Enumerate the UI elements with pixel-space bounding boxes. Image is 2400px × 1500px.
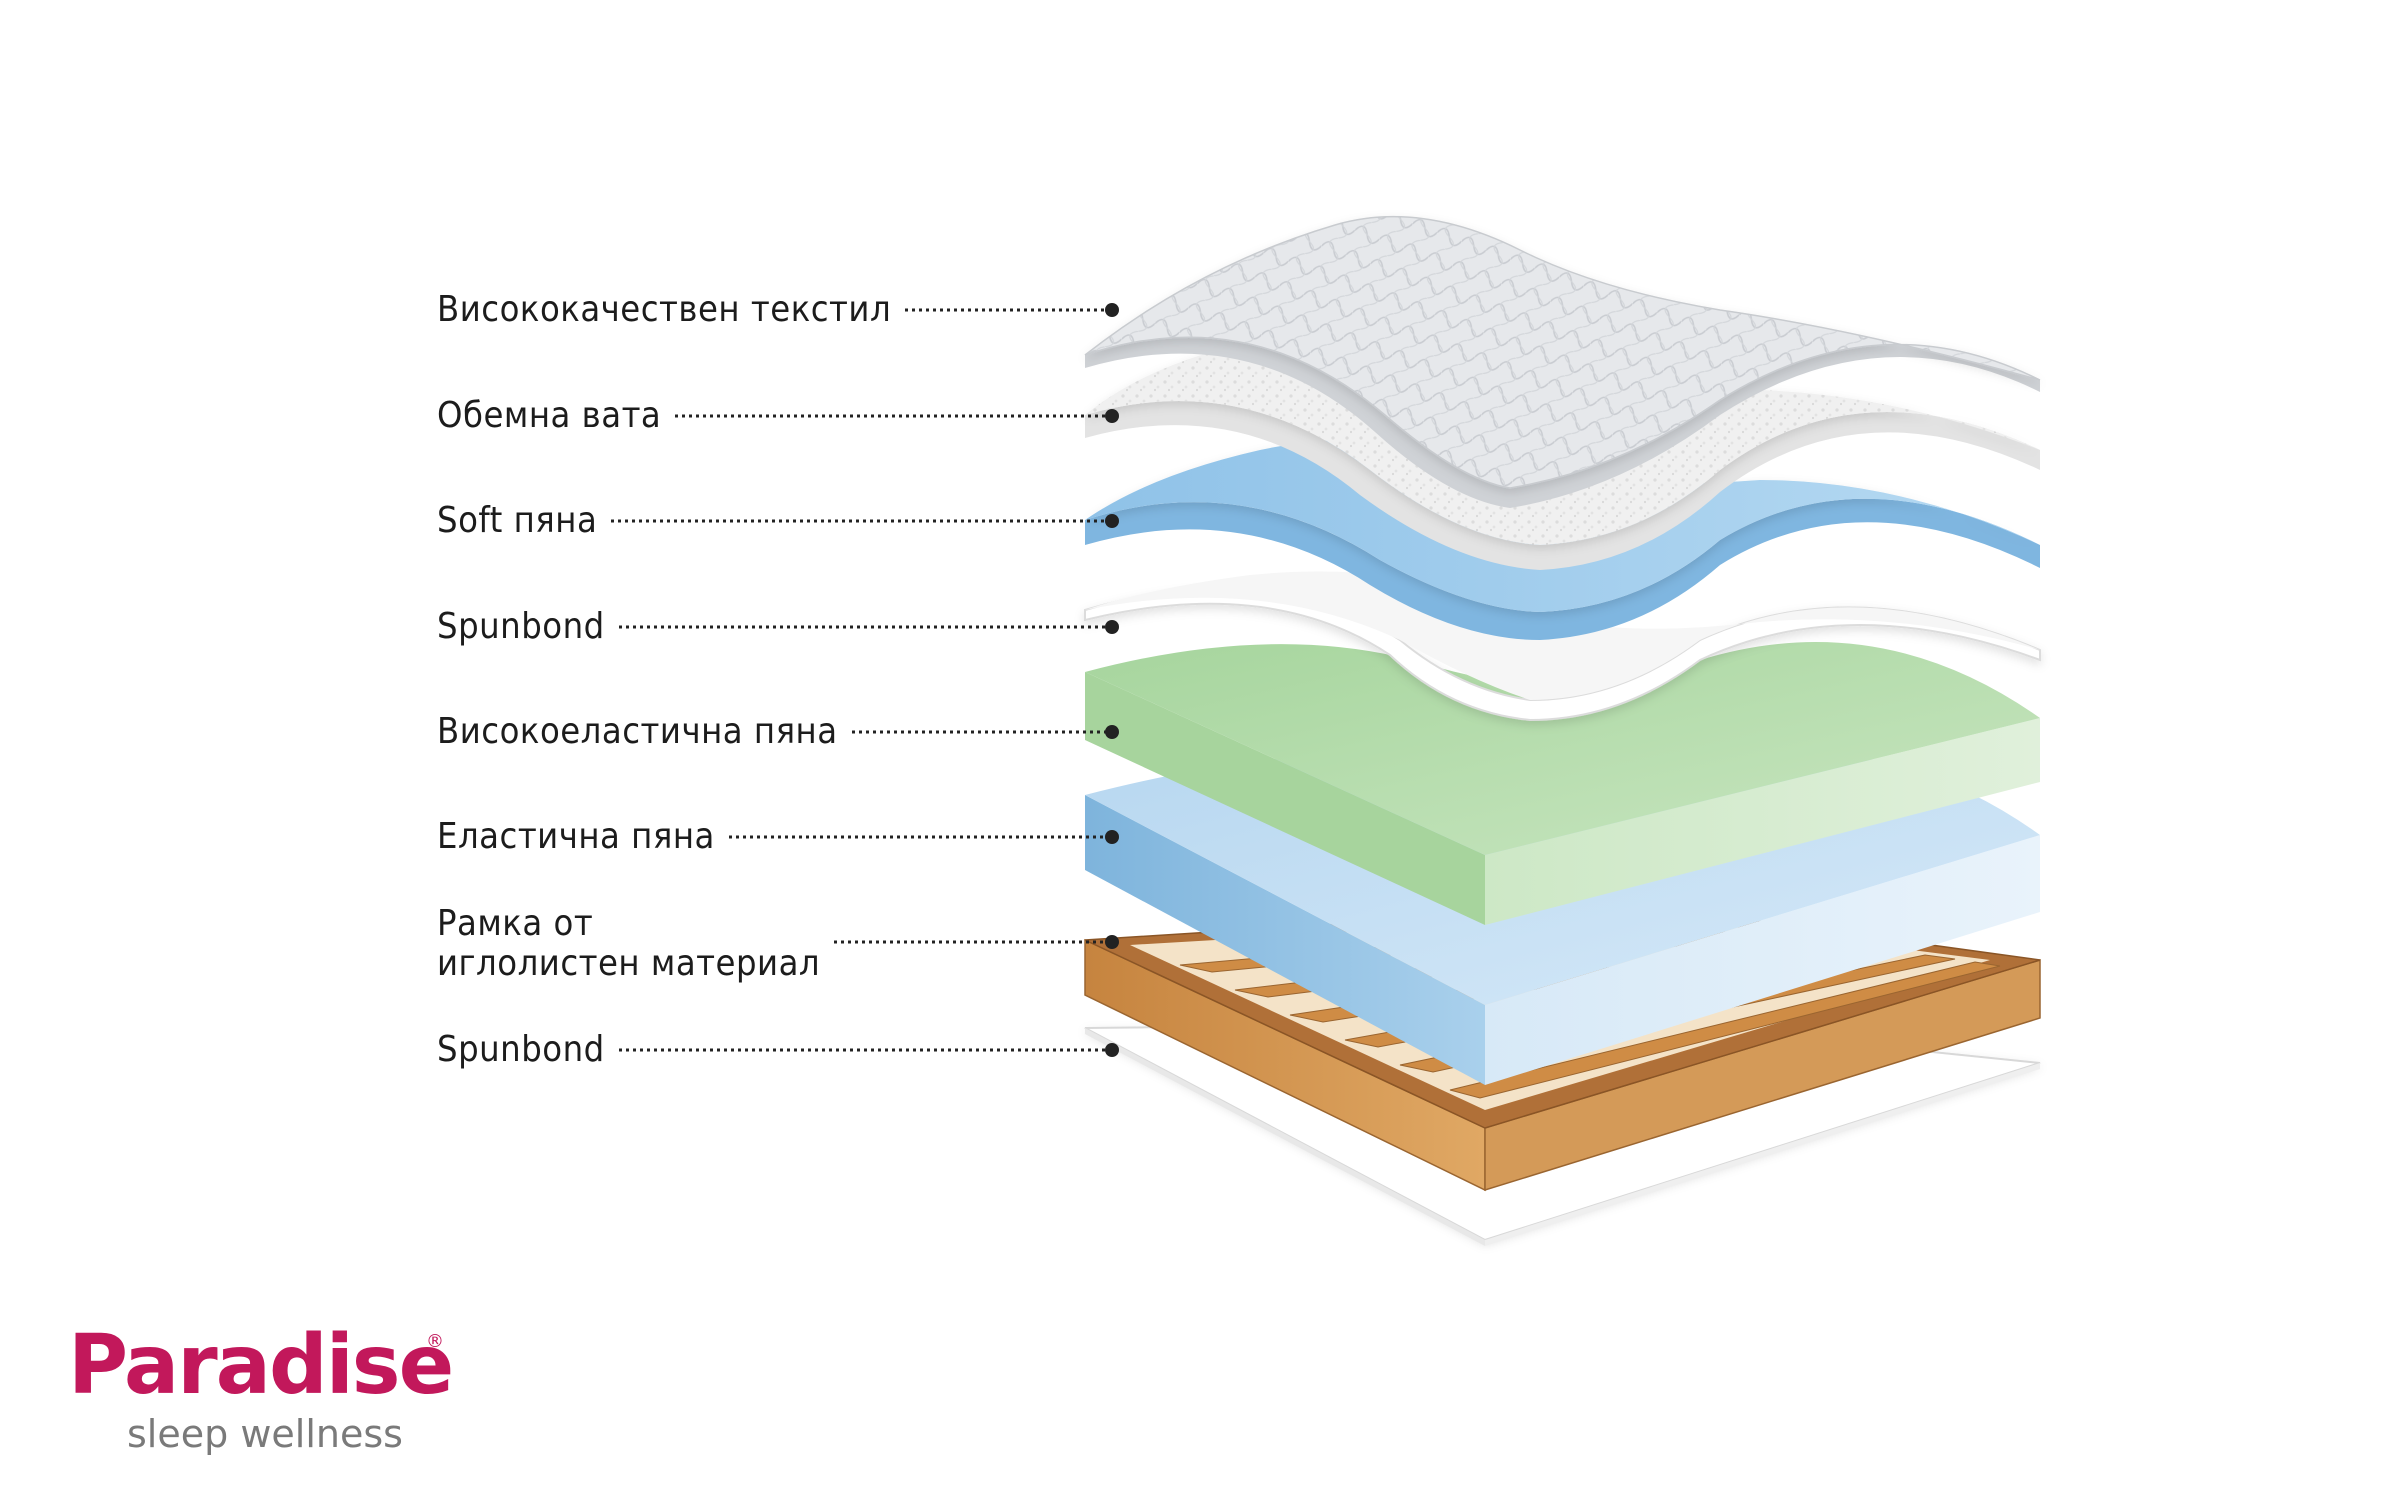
label-softwood-frame-line2: иглолистен материал — [437, 942, 821, 984]
layer-high-elastic-foam — [1085, 641, 2040, 925]
leader-dot-elastic-foam — [1105, 830, 1119, 844]
layer-top-textile — [1084, 215, 2041, 508]
label-softwood-frame-line1: Рамка от — [437, 903, 594, 944]
brand-logo: Paradise ® sleep wellness — [68, 1325, 488, 1465]
label-softwood-frame: Рамка от иглолистен материал — [437, 904, 820, 983]
logo-tagline: sleep wellness — [127, 1412, 403, 1456]
leader-dot-soft-foam — [1105, 514, 1119, 528]
leader-dot-high-elastic-foam — [1105, 725, 1119, 739]
label-spunbond-top: Spunbond — [437, 606, 605, 647]
label-top-textile: Висококачествен текстил — [437, 289, 892, 330]
label-soft-foam: Soft пяна — [437, 500, 598, 541]
label-high-elastic-foam: Високоеластична пяна — [437, 711, 838, 752]
logo-brand-name: Paradise — [68, 1318, 454, 1413]
leader-dot-spunbond-bottom — [1105, 1043, 1119, 1057]
leader-dot-softwood-frame — [1105, 935, 1119, 949]
label-wadding: Обемна вата — [437, 395, 662, 436]
label-spunbond-bottom: Spunbond — [437, 1029, 605, 1070]
leader-lines — [611, 303, 1119, 1057]
leader-dot-wadding — [1105, 409, 1119, 423]
leader-dot-top-textile — [1105, 303, 1119, 317]
label-elastic-foam: Еластична пяна — [437, 816, 715, 857]
leader-dot-spunbond-top — [1105, 620, 1119, 634]
logo-registered-mark: ® — [426, 1331, 444, 1352]
